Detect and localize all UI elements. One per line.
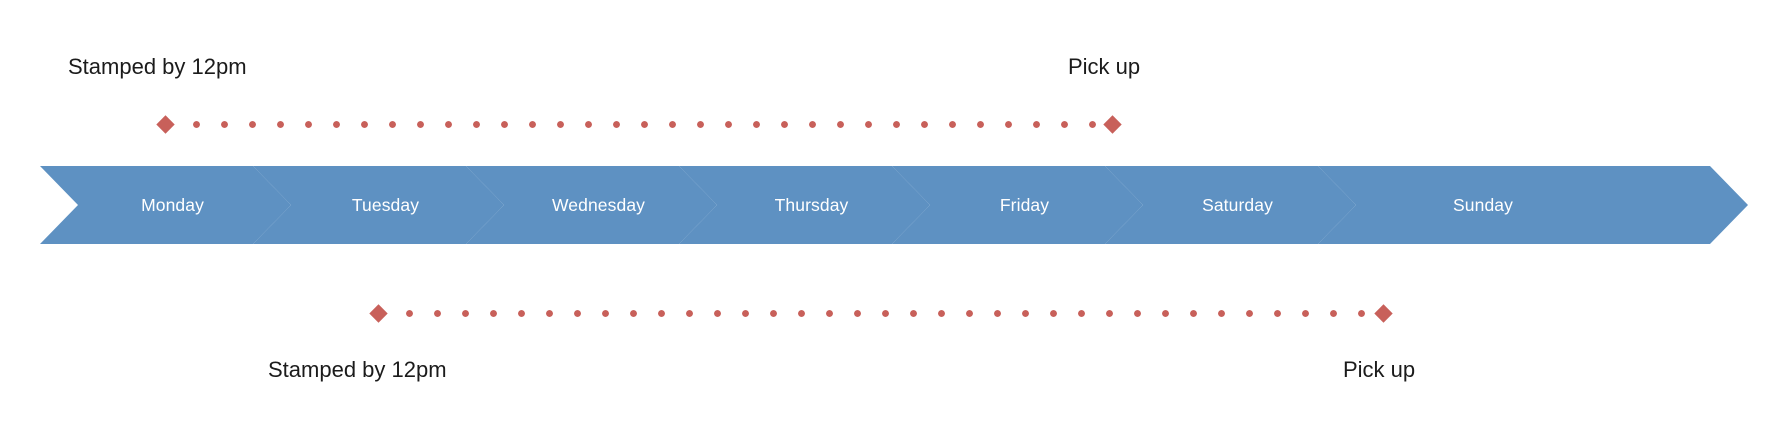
lower-end-label: Pick up bbox=[1343, 357, 1416, 382]
upper-start-diamond-icon bbox=[155, 114, 175, 134]
day-label-sunday: Sunday bbox=[1453, 194, 1513, 215]
upper-end-diamond-icon bbox=[1102, 114, 1122, 134]
lower-milestone-line bbox=[368, 302, 1393, 324]
day-label-thursday: Thursday bbox=[774, 194, 849, 215]
day-chevron-friday[interactable]: Friday bbox=[892, 166, 1143, 244]
lower-dotted-track bbox=[378, 309, 1383, 317]
day-chevron-sunday[interactable]: Sunday bbox=[1318, 166, 1748, 244]
day-label-tuesday: Tuesday bbox=[351, 194, 420, 215]
day-label-monday: Monday bbox=[141, 194, 204, 215]
day-chevron-wednesday[interactable]: Wednesday bbox=[466, 166, 717, 244]
lower-end-diamond-icon bbox=[1373, 303, 1393, 323]
day-label-wednesday: Wednesday bbox=[552, 194, 645, 215]
upper-end-label: Pick up bbox=[1068, 54, 1141, 79]
lower-start-label: Stamped by 12pm bbox=[268, 357, 447, 382]
day-label-saturday: Saturday bbox=[1202, 194, 1273, 215]
upper-start-label: Stamped by 12pm bbox=[68, 54, 247, 79]
upper-milestone-line bbox=[155, 113, 1122, 135]
lower-start-diamond-icon bbox=[368, 303, 388, 323]
day-chevron-band: Monday Tuesday Wednesday Thursday Friday… bbox=[40, 166, 1748, 244]
day-chevron-tuesday[interactable]: Tuesday bbox=[253, 166, 504, 244]
day-chevron-thursday[interactable]: Thursday bbox=[679, 166, 930, 244]
upper-dotted-track bbox=[165, 120, 1112, 128]
day-chevron-monday[interactable]: Monday bbox=[40, 166, 291, 244]
day-label-friday: Friday bbox=[999, 194, 1050, 215]
day-chevron-saturday[interactable]: Saturday bbox=[1105, 166, 1356, 244]
